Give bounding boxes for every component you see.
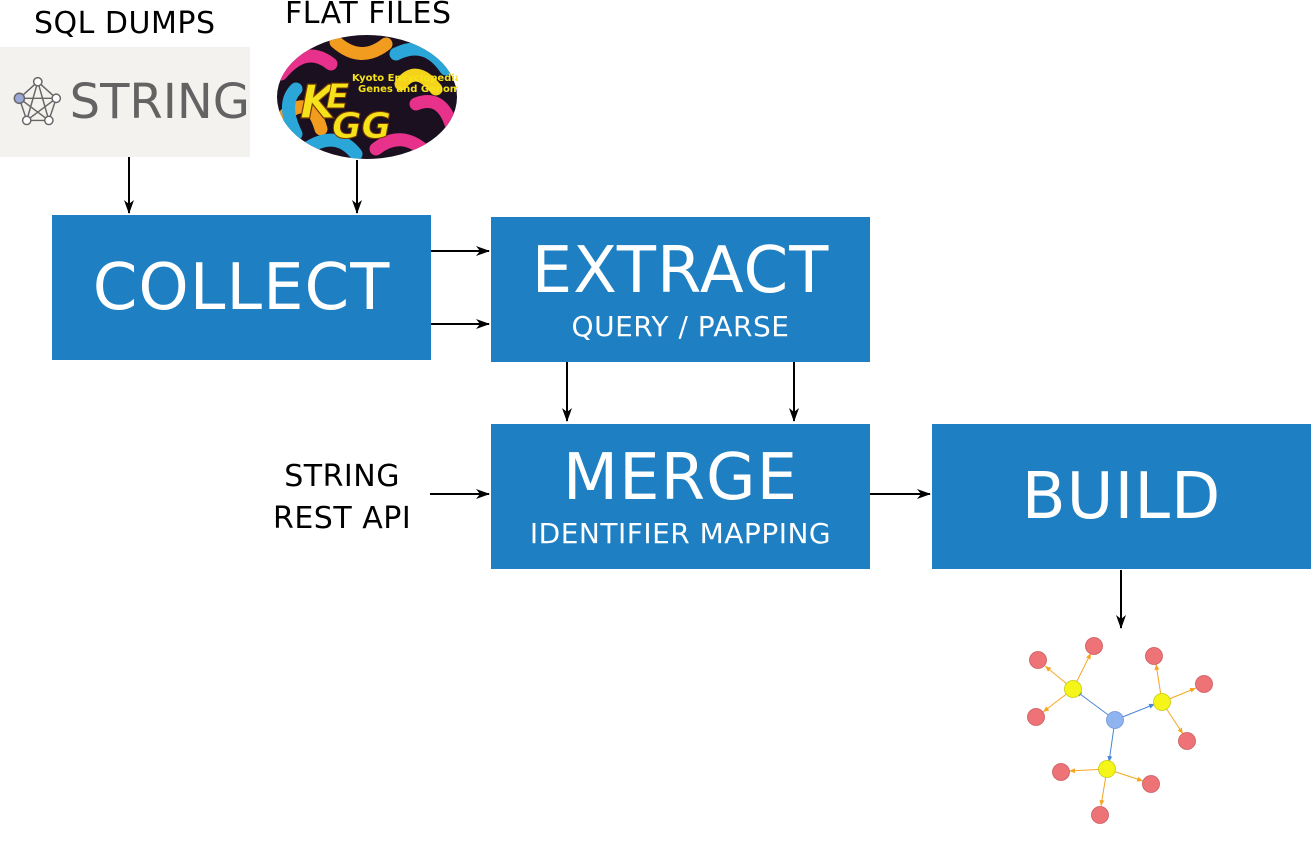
svg-text:Genes and Genomes: Genes and Genomes: [358, 84, 458, 95]
extract-title: EXTRACT: [531, 233, 830, 308]
network-graph-icon: [1027, 637, 1213, 824]
collect-title: COLLECT: [92, 250, 391, 325]
kegg-logo-letters: K: [300, 75, 339, 129]
string-rest-api-line1: STRING: [284, 459, 400, 494]
string-rest-api-label: STRING REST API: [273, 456, 411, 540]
sql-dumps-label: SQL DUMPS: [34, 6, 216, 41]
build-title: BUILD: [1021, 459, 1222, 534]
string-rest-api-line2: REST API: [273, 501, 412, 536]
extract-subtitle: QUERY / PARSE: [571, 309, 790, 343]
extract-step: EXTRACT QUERY / PARSE: [491, 217, 870, 362]
svg-text:Kyoto Encyclopedia of: Kyoto Encyclopedia of: [352, 73, 458, 84]
svg-text:E: E: [326, 77, 349, 117]
collect-step: COLLECT: [52, 215, 431, 360]
svg-text:GG: GG: [332, 106, 391, 147]
merge-title: MERGE: [562, 440, 799, 515]
string-network-icon: [13, 76, 62, 126]
merge-step: MERGE IDENTIFIER MAPPING: [491, 424, 870, 569]
string-logo-text: STRING: [69, 74, 250, 130]
flat-files-label: FLAT FILES: [285, 0, 452, 31]
merge-subtitle: IDENTIFIER MAPPING: [529, 516, 832, 550]
string-logo: STRING: [0, 47, 250, 157]
kegg-logo-icon: K E GG Kyoto Encyclopedia of Genes and G…: [276, 34, 477, 160]
build-step: BUILD: [932, 424, 1311, 569]
